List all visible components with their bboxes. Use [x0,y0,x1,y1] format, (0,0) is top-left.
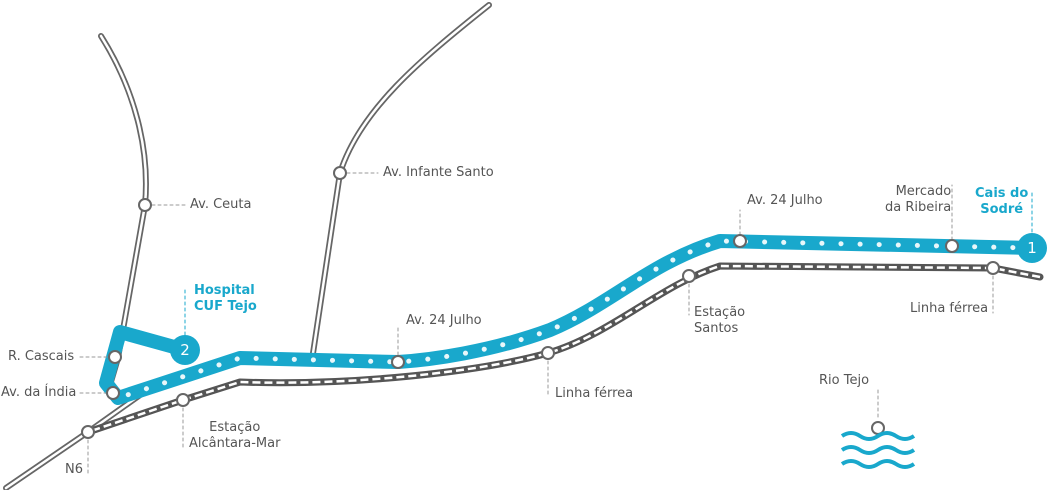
label-line: Estação [209,420,261,435]
label-r-cascais: R. Cascais [8,349,75,364]
label-line: Estação [694,305,746,320]
start-badge: 1 [1017,233,1047,263]
label-line: Sodré [980,202,1024,217]
label-av-infante-santo: Av. Infante Santo [383,165,494,180]
label-line: Santos [694,321,739,336]
label-line: Hospital [194,283,255,298]
water-waves-icon [840,431,916,469]
label-linha-ferrea-b: Linha férrea [910,301,989,316]
label-line: Cais do [975,186,1029,201]
label-av-24-julho-b: Av. 24 Julho [747,193,823,208]
label-linha-ferrea-a: Linha férrea [555,386,634,401]
road-av-infante-santo [309,2,492,363]
station-circle-icons [81,166,1000,439]
label-line: da Ribeira [885,200,952,215]
label-rio-tejo: Rio Tejo [819,373,870,388]
label-av-24-julho-a: Av. 24 Julho [406,313,482,328]
label-leaders [79,172,1033,476]
label-line: Alcântara-Mar [189,436,281,451]
destination-badge: 2 [170,335,200,365]
label-av-ceuta: Av. Ceuta [190,197,252,212]
label-line: Mercado [895,184,952,199]
label-line: CUF Tejo [194,299,257,314]
label-n6: N6 [65,462,83,477]
label-av-da-india: Av. da Índia [1,385,77,400]
